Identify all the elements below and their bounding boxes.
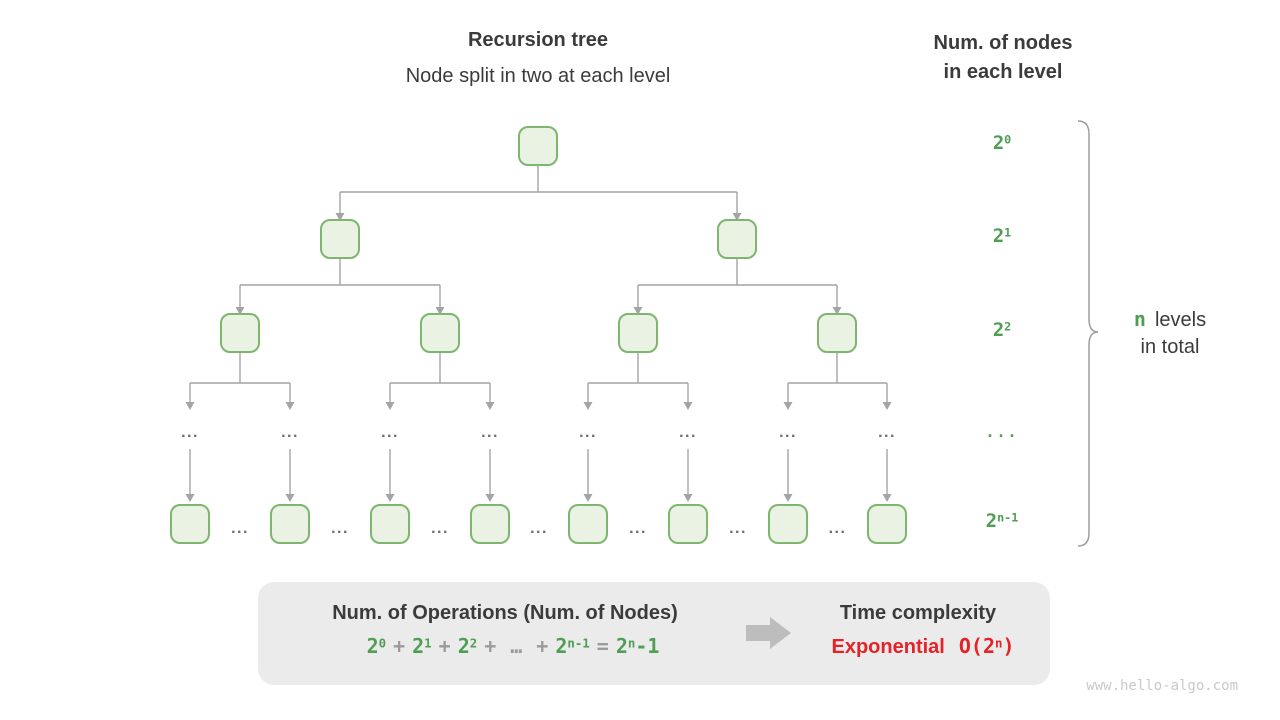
formula-token: 20 bbox=[366, 634, 387, 658]
time-complexity-title: Time complexity bbox=[839, 602, 997, 624]
operations-formula: 20+21+22+…+2n-1=2n-1 bbox=[367, 634, 660, 658]
formula-token: + bbox=[393, 634, 406, 658]
tree-ellipsis: ... bbox=[231, 520, 249, 537]
tree-ellipsis: ... bbox=[431, 520, 449, 537]
formula-token: + bbox=[536, 634, 549, 658]
tree-node bbox=[568, 504, 608, 544]
formula-token: … bbox=[510, 634, 523, 658]
levels-column-title-line1: Num. of nodes bbox=[933, 32, 1073, 54]
big-o-sup: n bbox=[994, 635, 1003, 651]
tree-node bbox=[320, 219, 360, 259]
formula-token: 22 bbox=[457, 634, 478, 658]
tree-node bbox=[170, 504, 210, 544]
level-count-label: 21 bbox=[992, 225, 1012, 247]
tree-node bbox=[420, 313, 460, 353]
levels-brace bbox=[1077, 120, 1099, 547]
tree-ellipsis: ... bbox=[878, 424, 896, 441]
level-count-label: 22 bbox=[992, 319, 1012, 341]
tree-ellipsis: ... bbox=[828, 520, 847, 537]
right-arrow-icon bbox=[746, 617, 791, 649]
tree-node bbox=[270, 504, 310, 544]
complexity-word: Exponential bbox=[831, 636, 945, 658]
tree-node bbox=[220, 313, 260, 353]
complexity-result: Exponential O(2n) bbox=[832, 634, 1015, 659]
tree-ellipsis: ... bbox=[181, 424, 199, 441]
tree-node bbox=[518, 126, 558, 166]
tree-node bbox=[817, 313, 857, 353]
formula-token: = bbox=[596, 634, 609, 658]
diagram-title: Recursion tree bbox=[467, 29, 609, 51]
formula-token: 21 bbox=[412, 634, 432, 658]
formula-token: + bbox=[484, 634, 497, 658]
tree-node bbox=[668, 504, 708, 544]
big-o-post: ) bbox=[1002, 634, 1015, 658]
tree-node bbox=[717, 219, 757, 259]
tree-ellipsis: ... bbox=[331, 520, 349, 537]
brace-label-levels: levels bbox=[1154, 309, 1207, 331]
diagram-subtitle: Node split in two at each level bbox=[405, 65, 671, 87]
tree-ellipsis: ... bbox=[579, 424, 597, 441]
level-count-label: 20 bbox=[992, 132, 1012, 154]
tree-node bbox=[867, 504, 907, 544]
tree-node bbox=[470, 504, 510, 544]
tree-ellipsis: ... bbox=[281, 424, 299, 441]
tree-ellipsis: ... bbox=[679, 424, 697, 441]
level-count-label: ... bbox=[985, 423, 1019, 441]
watermark: www.hello-algo.com bbox=[1086, 678, 1238, 694]
formula-token: 2n-1 bbox=[555, 634, 590, 658]
levels-column-title-line2: in each level bbox=[943, 61, 1063, 83]
tree-ellipsis: ... bbox=[481, 424, 499, 441]
tree-ellipsis: ... bbox=[779, 424, 797, 441]
tree-ellipsis: ... bbox=[381, 424, 399, 441]
big-o-pre: O(2 bbox=[958, 634, 995, 658]
tree-node bbox=[618, 313, 658, 353]
formula-token: + bbox=[438, 634, 451, 658]
tree-ellipsis: ... bbox=[629, 520, 647, 537]
level-count-label: 2n-1 bbox=[985, 510, 1019, 532]
n-variable: n bbox=[1133, 307, 1146, 331]
summary-box bbox=[258, 582, 1050, 685]
brace-label-line2: in total bbox=[1140, 336, 1200, 358]
tree-ellipsis: ... bbox=[729, 520, 747, 537]
tree-node bbox=[768, 504, 808, 544]
tree-node bbox=[370, 504, 410, 544]
operations-title: Num. of Operations (Num. of Nodes) bbox=[332, 602, 678, 624]
tree-ellipsis: ... bbox=[530, 520, 548, 537]
formula-token: 2n-1 bbox=[615, 634, 660, 658]
